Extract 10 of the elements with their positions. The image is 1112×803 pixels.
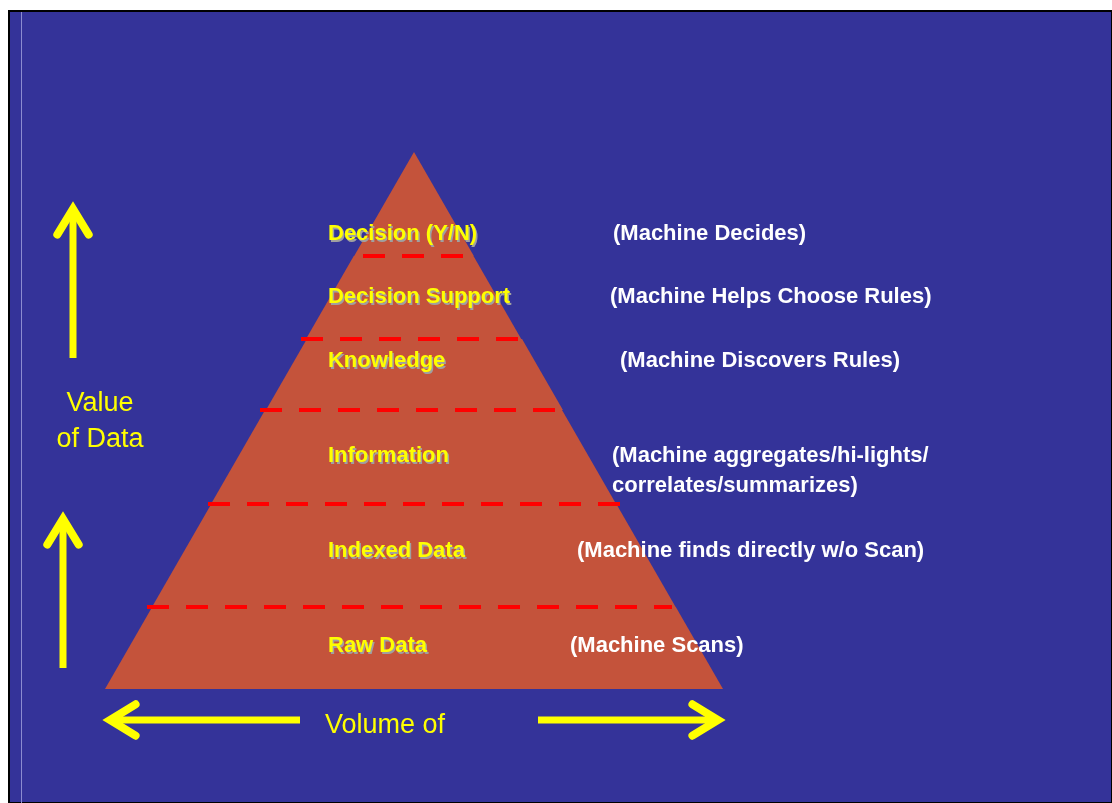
axis-label: Value of Data [55,386,145,455]
level-label: Raw Data [328,632,428,658]
level-description: (Machine Decides) [613,219,808,247]
axis-label: Volume of [323,708,447,741]
level-description: (Machine aggregates/hi-lights/ correlates/summarizes) [612,441,930,499]
level-label: Information [328,442,449,468]
level-description: (Machine Helps Choose Rules) [610,282,933,310]
level-description: (Machine Discovers Rules) [620,346,901,374]
level-label: Indexed Data [328,537,465,563]
level-label: Knowledge [328,347,446,373]
